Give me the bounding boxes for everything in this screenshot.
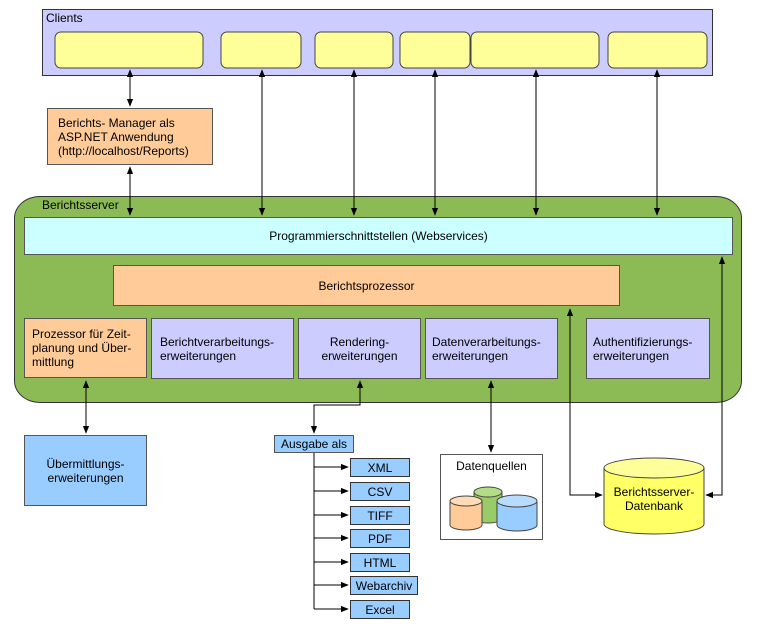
format-html: HTML	[350, 553, 410, 572]
client-third-party-tools: Drittanbieter- tools	[622, 38, 693, 66]
client-webbrowser: Webbrowser (Berichts- Manager)	[75, 38, 183, 66]
format-excel: Excel	[350, 600, 410, 619]
report-processing-extensions: Berichtverarbeitungs- erweiterungen	[151, 318, 294, 379]
format-webarchive: Webarchiv	[350, 576, 418, 595]
authentication-extensions: Authentifizierungs- erweiterungen	[586, 318, 710, 379]
rendering-extensions: Rendering- erweiterungen	[298, 318, 421, 379]
datasources-label: Datenquellen	[456, 459, 527, 473]
client-model-designer: Modell- Designer	[410, 38, 460, 66]
client-rs-config: Reporting Services- Konfigurationen	[482, 38, 588, 66]
output-title: Ausgabe als	[274, 435, 354, 453]
data-processing-extensions: Datenverarbeitungs- erweiterungen	[425, 318, 558, 379]
server-database-text: Berichtsserver- Datenbank	[613, 485, 695, 513]
report-server-title: Berichtsserver	[42, 198, 119, 212]
clients-title: Clients	[46, 11, 83, 25]
report-manager-box: Berichts- Manager als ASP.NET Anwendung …	[47, 108, 213, 165]
webservices-box: Programmierschnittstellen (Webservices)	[24, 217, 733, 255]
report-processor-box: Berichtsprozessor	[113, 265, 620, 306]
client-report-builder: Berichts- Generator	[233, 38, 289, 66]
scheduling-delivery-processor: Prozessor für Zeit- planung und Über- mi…	[24, 318, 147, 378]
format-pdf: PDF	[350, 529, 410, 548]
format-xml: XML	[350, 458, 410, 477]
delivery-extensions-box: Übermittlungs- erweiterungen	[24, 435, 147, 506]
client-report-designer: Berichts- Designer	[329, 38, 379, 66]
format-csv: CSV	[350, 482, 410, 501]
format-tiff: TIFF	[350, 506, 410, 525]
